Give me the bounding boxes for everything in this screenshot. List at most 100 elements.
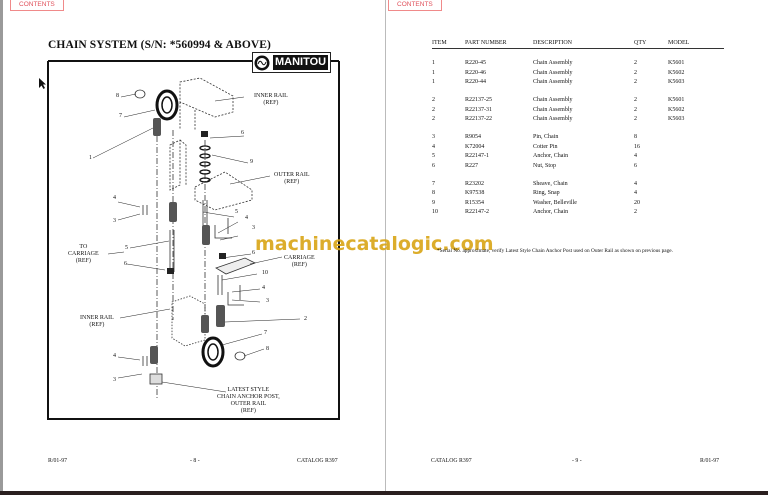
col-header-model: MODEL — [668, 40, 690, 46]
item-number: 7 — [264, 330, 267, 336]
cell-qty: 8 — [634, 134, 637, 140]
footer-page-left: - 8 - — [190, 458, 200, 464]
cell-desc: Anchor, Chain — [533, 153, 569, 159]
cell-part: R220-46 — [465, 69, 486, 76]
footer-page-right: - 9 - — [572, 458, 582, 464]
cell-desc: Cotter Pin — [533, 144, 558, 150]
cell-qty: 20 — [634, 199, 640, 206]
cell-desc: Anchor, Chain — [533, 209, 569, 215]
col-header-desc: DESCRIPTION — [533, 40, 573, 46]
item-number: 7 — [119, 113, 122, 119]
item-number: 6 — [124, 261, 127, 267]
cell-part: R22147-1 — [465, 153, 489, 159]
cell-qty: 16 — [634, 144, 640, 150]
item-number: 5 — [125, 245, 128, 251]
callout-inner-rail-top: INNER RAIL(REF) — [254, 93, 288, 106]
contents-button-right[interactable]: CONTENTS — [388, 0, 442, 11]
cell-part: K72004 — [465, 144, 485, 150]
item-number: 6 — [252, 250, 255, 256]
item-number: 4 — [262, 285, 265, 291]
cell-part: R220-44 — [465, 79, 486, 85]
watermark: machinecatalogic.com — [255, 233, 494, 255]
cell-item: 5 — [432, 153, 435, 159]
cell-item: 2 — [432, 106, 435, 113]
cell-item: 2 — [432, 116, 435, 122]
cell-desc: Chain Assembly — [533, 106, 573, 113]
cell-item: 1 — [432, 60, 435, 66]
cell-desc: Chain Assembly — [533, 97, 573, 103]
cell-desc: Ring, Snap — [533, 190, 560, 196]
cell-qty: 2 — [634, 209, 637, 215]
cell-part: K97538 — [465, 190, 485, 196]
cell-qty: 2 — [634, 97, 637, 103]
cell-desc: Chain Assembly — [533, 116, 573, 122]
cell-part: R15354 — [465, 199, 485, 206]
cell-model: K5601 — [668, 97, 685, 103]
cell-qty: 6 — [634, 162, 637, 169]
cell-desc: Washer, Belleville — [533, 199, 577, 206]
item-number: 5 — [235, 209, 238, 215]
item-number: 6 — [241, 130, 244, 136]
cell-part: R23202 — [465, 181, 485, 187]
chain-system-diagram — [47, 60, 340, 420]
footnote: *Serial No. approximate, verify Latest S… — [437, 248, 673, 254]
cell-desc: Chain Assembly — [533, 69, 573, 76]
callout-outer-rail: OUTER RAIL(REF) — [274, 172, 310, 185]
item-number: 8 — [266, 346, 269, 352]
footer-catalog-left: CATALOG R397 — [297, 458, 338, 464]
cell-item: 9 — [432, 199, 435, 206]
cell-desc: Chain Assembly — [533, 79, 573, 85]
taskbar — [0, 491, 768, 495]
item-number: 9 — [250, 159, 253, 165]
cell-qty: 4 — [634, 181, 637, 187]
cell-part: R220-45 — [465, 60, 486, 66]
callout-inner-rail-bottom: INNER RAIL(REF) — [80, 315, 114, 328]
cell-item: 3 — [432, 134, 435, 140]
mouse-cursor-icon — [39, 78, 46, 89]
cell-desc: Sheave, Chain — [533, 181, 568, 187]
cell-part: R22137-31 — [465, 106, 492, 113]
cell-part: R22137-25 — [465, 97, 492, 103]
cell-desc: Chain Assembly — [533, 60, 573, 66]
footer-catalog-right: CATALOG R397 — [431, 458, 472, 464]
footer-date-left: R/01-97 — [48, 458, 68, 464]
item-number: 10 — [262, 270, 268, 276]
cell-item: 6 — [432, 162, 435, 169]
cell-part: R22147-2 — [465, 209, 489, 215]
cell-qty: 2 — [634, 79, 637, 85]
cell-part: R22137-22 — [465, 116, 492, 122]
cell-model: K5603 — [668, 116, 685, 122]
item-number: 3 — [266, 298, 269, 304]
contents-button-left[interactable]: CONTENTS — [10, 0, 64, 11]
cell-item: 7 — [432, 181, 435, 187]
item-number: 3 — [252, 225, 255, 231]
cell-model: K5603 — [668, 79, 685, 85]
cell-model: K5602 — [668, 69, 685, 76]
page-divider — [385, 0, 386, 491]
cell-item: 10 — [432, 209, 438, 215]
cell-qty: 4 — [634, 190, 637, 196]
cell-model: K5602 — [668, 106, 685, 113]
item-number: 1 — [89, 155, 92, 161]
logo-text: MANITOU — [273, 55, 329, 70]
item-number: 2 — [304, 316, 307, 322]
item-number: 8 — [116, 93, 119, 99]
item-number: 4 — [245, 215, 248, 221]
item-number: 4 — [113, 195, 116, 201]
cell-part: R227 — [465, 162, 479, 169]
footer-date-right: R/01-97 — [700, 458, 720, 464]
cell-desc: Nut, Stop — [533, 162, 557, 169]
cell-item: 2 — [432, 97, 435, 103]
item-number: 3 — [113, 377, 116, 383]
window-edge — [0, 0, 3, 491]
callout-carriage: CARRIAGE(REF) — [284, 255, 315, 268]
cell-item: 4 — [432, 144, 435, 150]
cell-qty: 2 — [634, 60, 637, 66]
cell-part: R9054 — [465, 134, 482, 140]
cell-qty: 2 — [634, 106, 637, 113]
cell-desc: Pin, Chain — [533, 134, 559, 140]
logo-emblem-icon — [254, 55, 270, 70]
item-number: 3 — [113, 218, 116, 224]
